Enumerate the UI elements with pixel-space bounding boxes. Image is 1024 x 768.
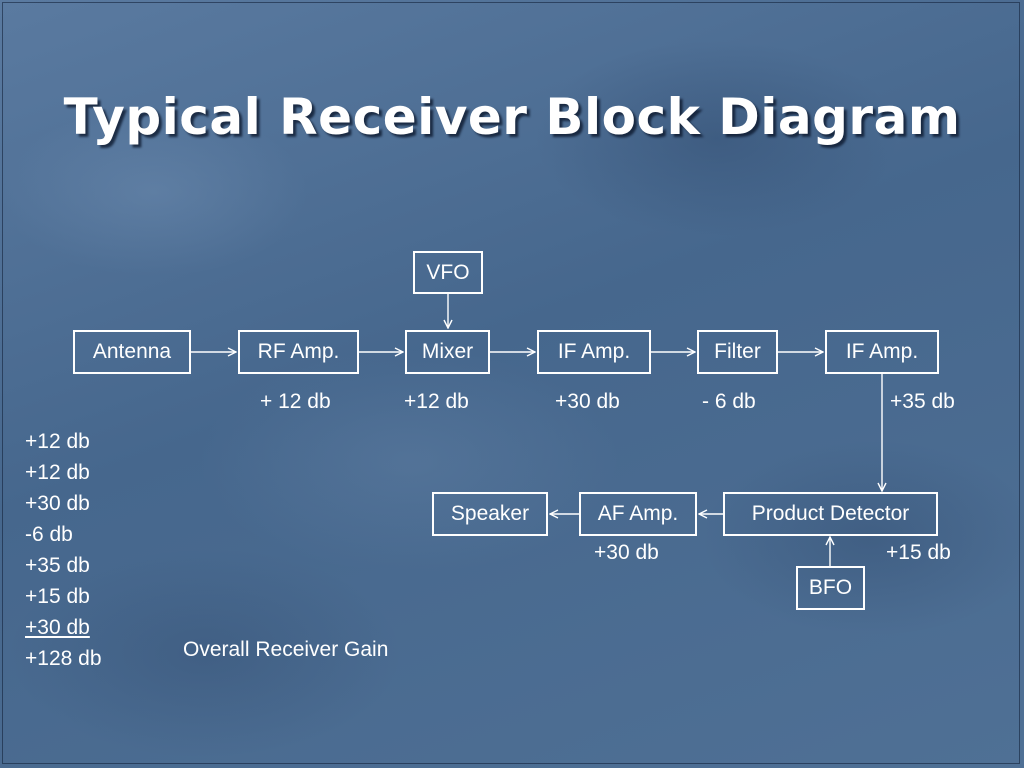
- bfo-block: BFO: [796, 566, 865, 610]
- summary-line: +15 db: [25, 585, 90, 608]
- mixer-gain: +12 db: [404, 390, 469, 413]
- overall-gain-label: Overall Receiver Gain: [183, 638, 389, 661]
- summary-line: +12 db: [25, 461, 90, 484]
- if-amp-block-2: IF Amp.: [825, 330, 939, 374]
- summary-line: +12 db: [25, 430, 90, 453]
- summary-total: +128 db: [25, 647, 102, 670]
- vfo-block: VFO: [413, 251, 483, 294]
- product-detector-block: Product Detector: [723, 492, 938, 536]
- summary-line-last: +30 db: [25, 616, 90, 639]
- af-amp-block: AF Amp.: [579, 492, 697, 536]
- if-amp-block-1: IF Amp.: [537, 330, 651, 374]
- gain-summary-list: +12 db +12 db +30 db -6 db +35 db +15 db…: [25, 426, 102, 674]
- antenna-block: Antenna: [73, 330, 191, 374]
- af-amp-gain: +30 db: [594, 541, 659, 564]
- if-amp-2-gain: +35 db: [890, 390, 955, 413]
- rf-amp-gain: + 12 db: [260, 390, 331, 413]
- speaker-block: Speaker: [432, 492, 548, 536]
- rf-amp-block: RF Amp.: [238, 330, 359, 374]
- summary-line: +35 db: [25, 554, 90, 577]
- if-amp-1-gain: +30 db: [555, 390, 620, 413]
- summary-line: +30 db: [25, 492, 90, 515]
- summary-line: -6 db: [25, 523, 73, 546]
- filter-gain: - 6 db: [702, 390, 756, 413]
- slide-title: Typical Receiver Block Diagram: [63, 88, 961, 146]
- filter-block: Filter: [697, 330, 778, 374]
- mixer-block: Mixer: [405, 330, 490, 374]
- product-detector-gain: +15 db: [886, 541, 951, 564]
